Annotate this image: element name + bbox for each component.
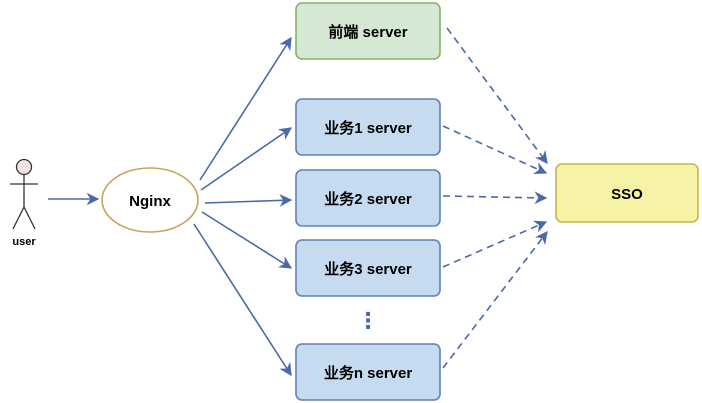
nginx-label: Nginx <box>129 193 171 210</box>
nginx-to-service2-arrow <box>204 194 293 207</box>
nginx-node[interactable]: Nginx <box>101 167 199 233</box>
frontend-server-node[interactable]: 前端 server <box>295 2 441 60</box>
user-stick-figure-icon <box>10 158 38 230</box>
frontend-server-label: 前端 server <box>328 23 407 41</box>
service-2-label: 业务2 server <box>324 190 412 208</box>
service1-to-sso-arrow <box>442 125 548 175</box>
service-2-node[interactable]: 业务2 server <box>295 169 441 227</box>
service2-to-sso-arrow <box>442 191 548 205</box>
service-1-label: 业务1 server <box>324 119 412 137</box>
servicen-to-sso-arrow <box>442 230 548 369</box>
user-label: user <box>12 236 36 248</box>
nginx-to-servicen-arrow <box>193 223 292 377</box>
service3-to-sso-arrow <box>442 220 548 268</box>
nginx-to-service1-arrow <box>200 127 293 191</box>
service-1-node[interactable]: 业务1 server <box>295 98 441 156</box>
nginx-to-frontend-arrow <box>199 36 292 181</box>
frontend-to-sso-arrow <box>446 27 548 165</box>
sso-label: SSO <box>611 186 643 203</box>
connectors <box>48 27 548 377</box>
service-3-label: 业务3 server <box>324 260 412 278</box>
nginx-to-service3-arrow <box>201 211 293 269</box>
services-ellipsis: ⋮ <box>357 308 379 333</box>
sso-node[interactable]: SSO <box>555 163 699 223</box>
service-n-node[interactable]: 业务n server <box>295 343 441 401</box>
user-actor[interactable]: user <box>10 158 38 249</box>
service-n-label: 业务n server <box>324 364 413 382</box>
service-3-node[interactable]: 业务3 server <box>295 239 441 297</box>
